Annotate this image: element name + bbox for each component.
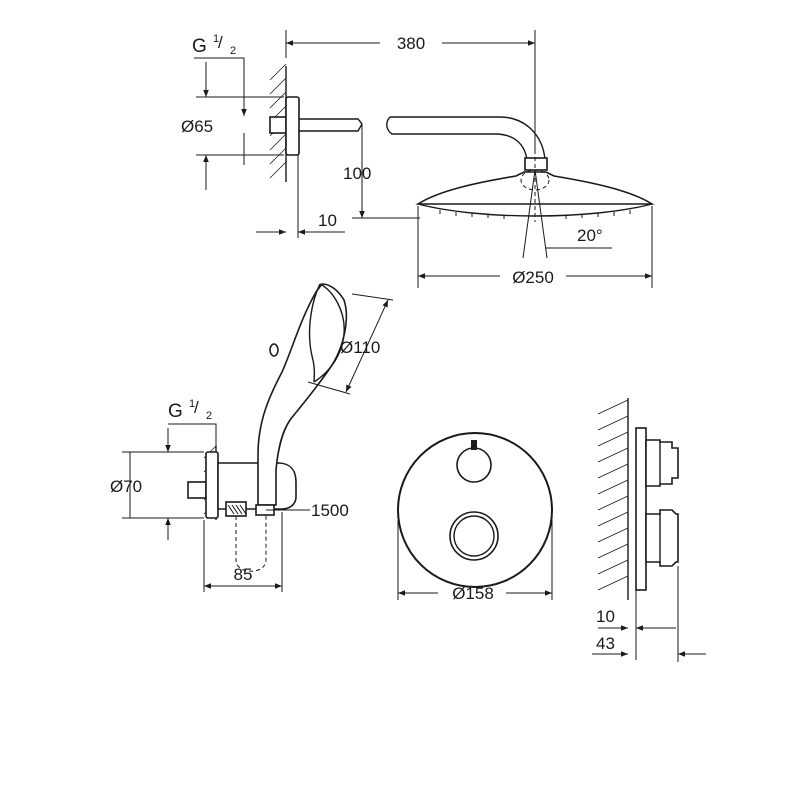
temperature-knob-side xyxy=(645,509,679,567)
wall-flange-bottom xyxy=(205,451,219,519)
thread-bottom-G: G xyxy=(168,401,183,422)
arm-nut xyxy=(524,157,548,171)
valve-projection-label: 43 xyxy=(596,634,615,653)
thread-bottom-den: 2 xyxy=(206,410,212,422)
temperature-knob-inner xyxy=(453,515,495,557)
head-diameter-label: Ø250 xyxy=(512,268,554,287)
hand-shower-handle xyxy=(257,283,348,506)
shower-arm-bend-outer xyxy=(390,116,546,161)
wall-hatch-side xyxy=(597,399,629,591)
thread-bottom-slash: / xyxy=(194,398,199,417)
hand-shower-head-back xyxy=(308,283,321,383)
holder-projection-label: 85 xyxy=(234,565,253,584)
tilt-line-left xyxy=(522,169,536,259)
flow-knob xyxy=(456,447,492,483)
flange-bottom-diameter-label: Ø70 xyxy=(110,477,142,496)
plate-offset-label: 10 xyxy=(596,607,615,626)
thread-top-leader xyxy=(194,57,247,116)
wall-offset-top-label: 10 xyxy=(318,211,337,230)
plate-diameter-label: Ø158 xyxy=(452,584,494,603)
arm-drop-label: 100 xyxy=(343,164,371,183)
dim-110-ext-bottom xyxy=(307,381,351,395)
thread-bottom-num: 1 xyxy=(189,398,195,410)
thread-top-G: G xyxy=(192,36,207,57)
cover-plate-side xyxy=(635,427,647,591)
pipe-connector-top xyxy=(269,116,287,134)
thermostat-side-view: 10 43 xyxy=(592,398,706,662)
flow-knob-side xyxy=(645,439,679,487)
dim-110-line xyxy=(345,299,389,393)
arm-length-label: 380 xyxy=(397,34,425,53)
head-nozzles xyxy=(439,210,631,219)
spray-angle-label: 20° xyxy=(577,226,603,245)
shower-arm-bend-inner xyxy=(386,116,528,161)
flow-knob-indicator xyxy=(471,440,477,450)
thread-top-slash: / xyxy=(218,33,223,52)
flange-top-diameter-label: Ø65 xyxy=(181,117,213,136)
thread-bottom-leader xyxy=(168,423,217,446)
hand-shower-view: Ø110 G 1 / 2 Ø70 1500 85 xyxy=(110,283,394,592)
thread-top-den: 2 xyxy=(230,45,236,57)
shower-arm-straight xyxy=(299,118,363,132)
head-shower-view: 20° 380 G 1 / 2 Ø65 100 10 Ø250 xyxy=(181,30,655,288)
dim-110-ext-top xyxy=(351,293,394,301)
hose-length-label: 1500 xyxy=(311,501,349,520)
shower-hose xyxy=(235,515,267,572)
pipe-connector-bottom xyxy=(187,481,207,499)
tilt-line-right xyxy=(534,169,548,259)
hose-nut-knurl xyxy=(227,504,247,515)
thread-top-num: 1 xyxy=(213,33,219,45)
hand-shower-head-face xyxy=(313,283,345,383)
hand-shower-button xyxy=(269,343,279,357)
thermostat-front-view: Ø158 xyxy=(397,432,553,603)
temperature-knob xyxy=(449,511,499,561)
wall-flange-top xyxy=(285,96,300,156)
hand-shower-diameter-label: Ø110 xyxy=(340,338,380,357)
cover-plate xyxy=(397,432,553,588)
